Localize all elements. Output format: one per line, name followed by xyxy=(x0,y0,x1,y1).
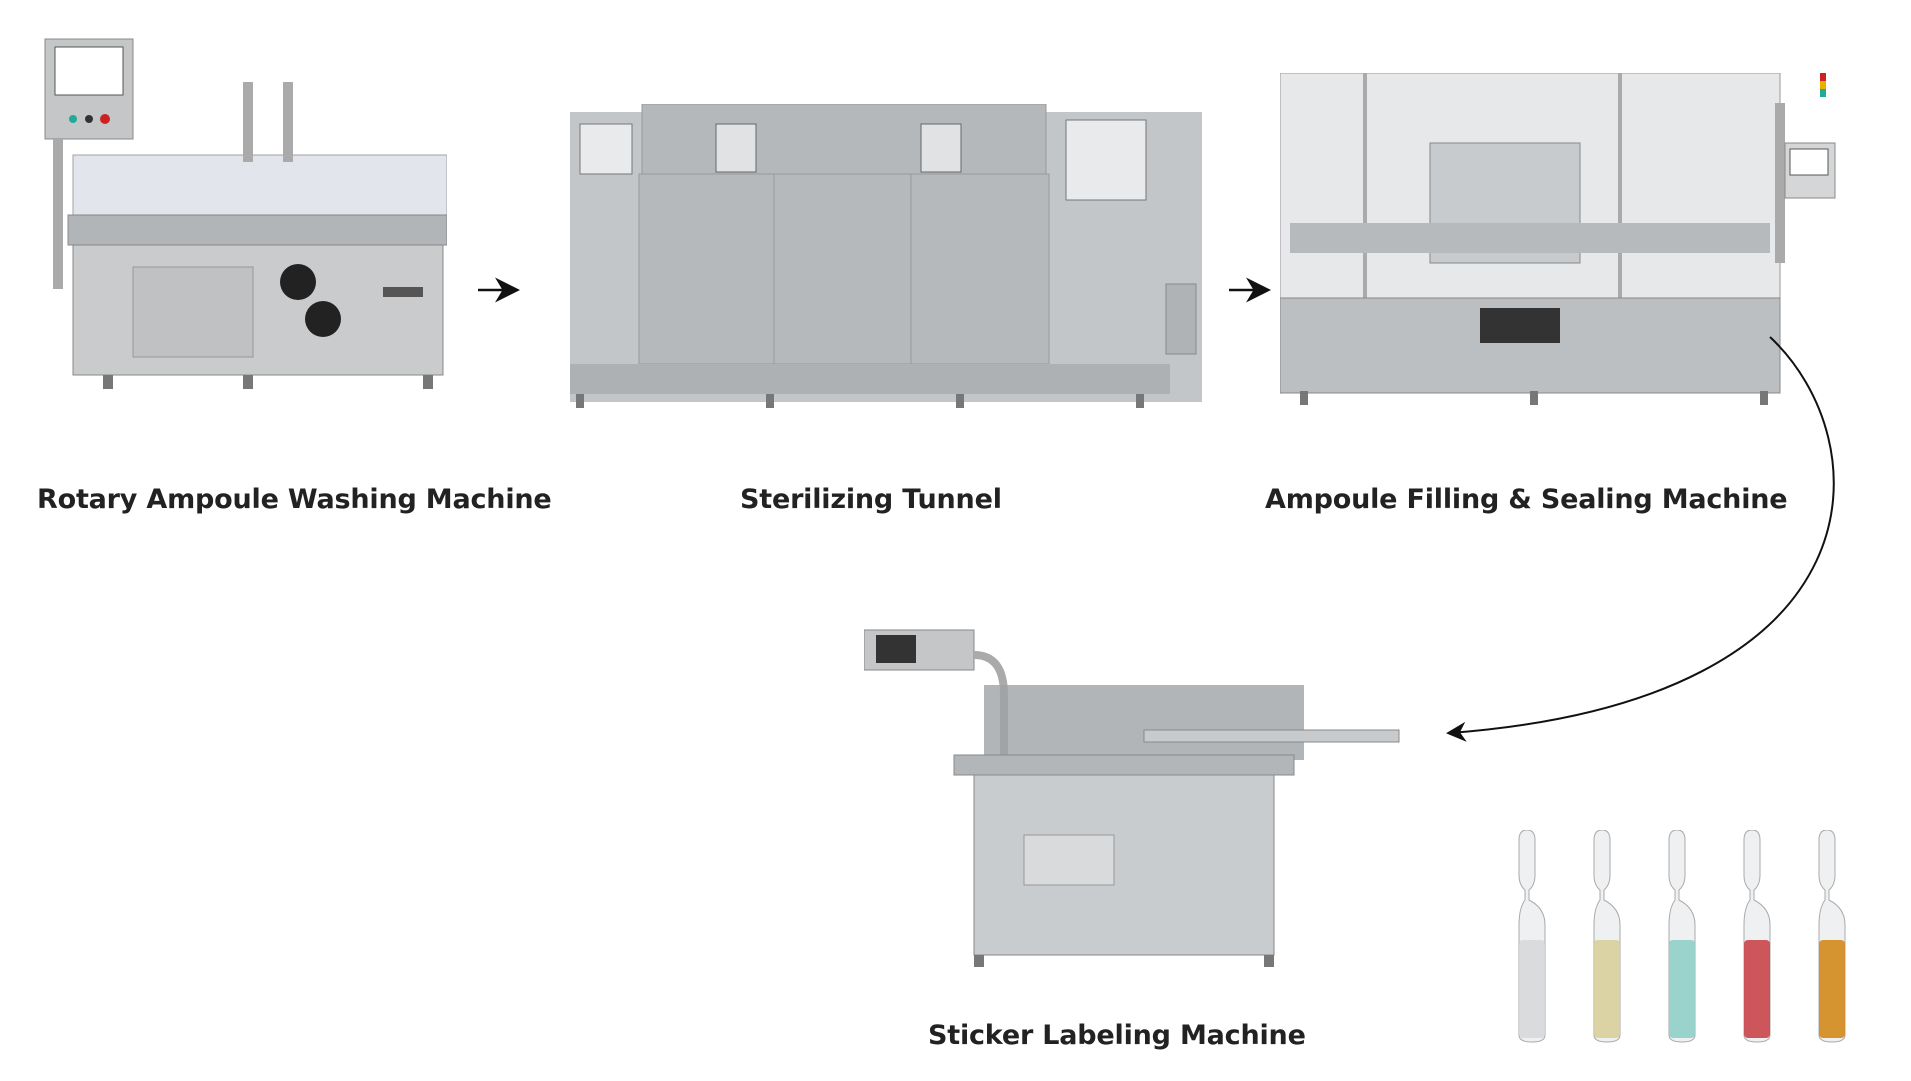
step-label-tunnel: Sterilizing Tunnel xyxy=(740,484,1002,515)
ampoules-image xyxy=(1500,830,1860,1050)
sterilizing-tunnel-image xyxy=(566,104,1202,414)
ampoule xyxy=(1593,830,1621,1043)
step-label-filling: Ampoule Filling & Sealing Machine xyxy=(1265,484,1788,515)
sticker-labeling-machine-image xyxy=(864,625,1404,970)
ampoule xyxy=(1518,830,1546,1043)
ampoule xyxy=(1668,830,1696,1043)
step-label-washing: Rotary Ampoule Washing Machine xyxy=(37,484,552,515)
ampoule-filling-sealing-machine-image xyxy=(1280,73,1838,413)
rotary-ampoule-washing-machine-image xyxy=(43,37,447,407)
ampoule xyxy=(1818,830,1846,1043)
step-label-labeling: Sticker Labeling Machine xyxy=(928,1020,1306,1051)
ampoule xyxy=(1743,830,1771,1043)
